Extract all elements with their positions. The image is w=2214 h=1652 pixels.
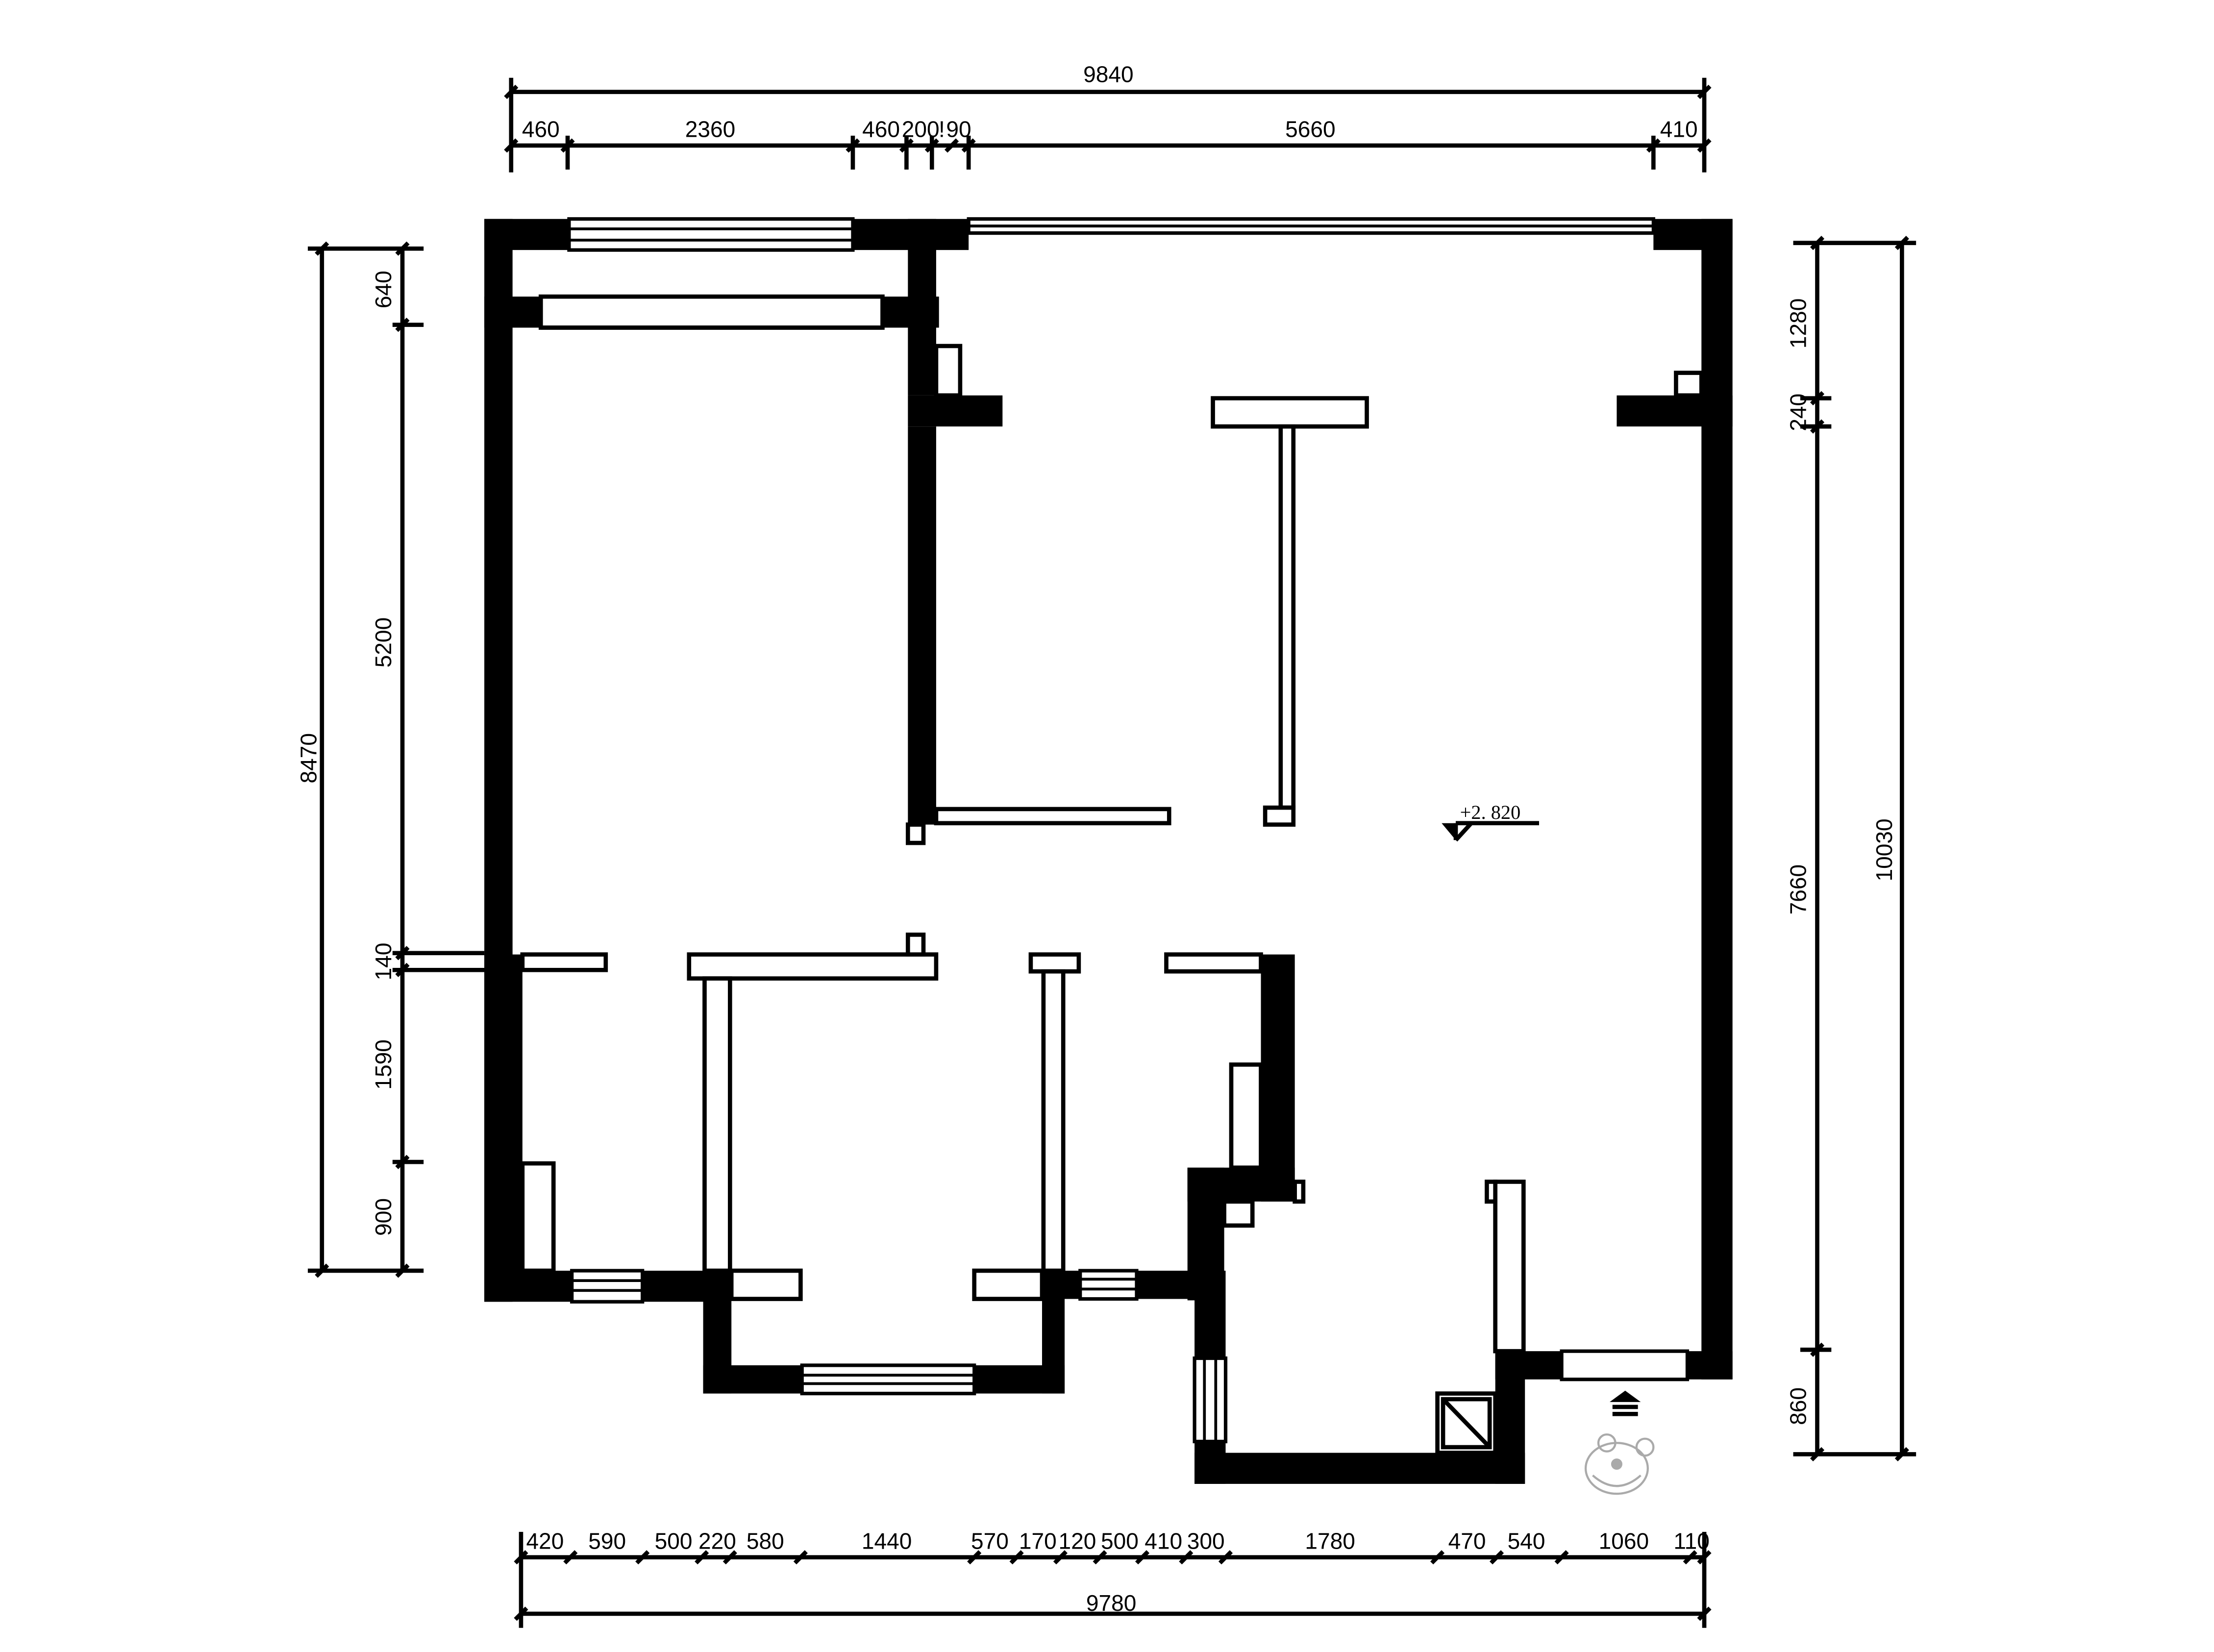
windows — [567, 217, 1690, 1444]
dim-bottom-7: 170 — [1019, 1528, 1057, 1553]
level-marker-icon — [1442, 823, 1456, 840]
dim-bottom-3: 220 — [698, 1528, 736, 1553]
dim-bottom-total: 9780 — [1086, 1590, 1137, 1616]
dim-bottom-6: 570 — [971, 1528, 1009, 1553]
dim-left-1: 5200 — [371, 617, 396, 668]
dim-top-0: 460 — [522, 117, 560, 142]
dim-left-0: 640 — [371, 271, 396, 308]
entrance-arrow-icon — [1610, 1390, 1641, 1416]
dim-right-0: 1280 — [1785, 298, 1811, 349]
walls — [484, 219, 1733, 1484]
dim-bottom-4: 580 — [746, 1528, 784, 1553]
dim-right-3: 860 — [1785, 1387, 1811, 1425]
level-text: +2. 820 — [1460, 801, 1521, 823]
bottom-ticks — [514, 1550, 1712, 1565]
dim-bottom-8: 120 — [1059, 1528, 1096, 1553]
level-marker: +2. 820 — [1442, 801, 1540, 842]
dim-bottom-12: 1780 — [1305, 1528, 1355, 1553]
dim-left-3: 1590 — [371, 1039, 396, 1090]
dim-top-2: 460 — [862, 117, 900, 142]
dim-left-2: 140 — [371, 943, 396, 981]
window-bottom-mid — [1078, 1269, 1139, 1301]
dim-bottom-5: 1440 — [862, 1528, 912, 1553]
dimension-labels: 9840 460 2360 460 200 ! 90 5660 410 9780… — [296, 61, 1897, 1616]
dim-top-3: 200 — [902, 117, 940, 142]
window-top-right — [967, 217, 1655, 235]
dim-top-4: ! — [939, 117, 945, 142]
entrance-opening — [1560, 1349, 1690, 1381]
dim-bottom-11: 300 — [1187, 1528, 1225, 1553]
top-ticks — [504, 135, 1712, 170]
dim-bottom-0: 420 — [526, 1528, 564, 1553]
figure-stamp-icon — [1584, 1433, 1655, 1495]
left-dimension-chain — [308, 241, 485, 1278]
dim-right-2: 7660 — [1785, 864, 1811, 915]
window-bath — [1193, 1356, 1228, 1444]
dim-left-total: 8470 — [296, 733, 321, 784]
window-bottom-left — [570, 1269, 645, 1304]
dim-left-4: 900 — [371, 1198, 396, 1236]
top-dimension-chain — [504, 77, 1712, 173]
dim-top-total: 9840 — [1083, 61, 1134, 87]
dim-bottom-9: 500 — [1101, 1528, 1139, 1553]
dim-bottom-10: 410 — [1144, 1528, 1182, 1553]
window-top-left — [567, 217, 855, 252]
dim-top-7: 410 — [1660, 117, 1698, 142]
dim-bottom-2: 500 — [655, 1528, 693, 1553]
dim-top-6: 5660 — [1285, 117, 1336, 142]
dim-top-5: 90 — [946, 117, 971, 142]
shaft-box — [1435, 1391, 1498, 1455]
dim-bottom-14: 540 — [1508, 1528, 1545, 1553]
bottom-dimension-chain — [514, 1531, 1712, 1628]
right-dimension-chain — [1793, 236, 1916, 1462]
dim-bottom-15: 1060 — [1599, 1528, 1649, 1553]
dim-right-total: 10030 — [1871, 818, 1897, 881]
dim-top-1: 2360 — [685, 117, 736, 142]
dim-bottom-1: 590 — [588, 1528, 626, 1553]
window-bay — [800, 1363, 976, 1396]
partitions — [520, 294, 1704, 1455]
dim-bottom-13: 470 — [1448, 1528, 1486, 1553]
